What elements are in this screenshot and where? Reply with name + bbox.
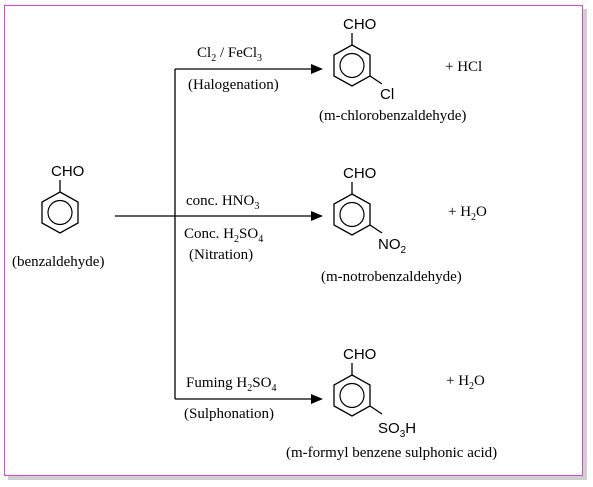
nitro-substituent: NO2 [378, 236, 407, 256]
arrowhead-sulphonation [311, 394, 323, 404]
halogenation-condition: (Halogenation) [188, 77, 279, 93]
sulphonation-condition: (Sulphonation) [184, 406, 274, 422]
nitration-reagent-1: conc. HNO3 [186, 193, 259, 212]
nitration-reagents: conc. HNO3 Conc. H2SO4 (Nitration) [184, 193, 263, 263]
arrowhead-nitration [311, 211, 323, 221]
arrowhead-halogenation [311, 64, 323, 74]
nitration-product-name: (m-notrobenzaldehyde) [321, 269, 462, 285]
reactant-name: (benzaldehyde) [12, 254, 104, 270]
chlorobenzaldehyde-structure: CHO Cl [333, 16, 394, 103]
sulphonation-reagent: Fuming H2SO4 [186, 375, 276, 394]
halogenation-byproduct: + HCl [445, 59, 482, 75]
sulphonation-product-name: (m-formyl benzene sulphonic acid) [286, 445, 497, 461]
chloro-substituent: Cl [380, 86, 394, 103]
nitro-product-cho-label: CHO [343, 165, 376, 182]
sulphonation-reagents: Fuming H2SO4 (Sulphonation) [184, 375, 276, 422]
reactant-cho-label: CHO [51, 163, 84, 180]
nitration-condition: (Nitration) [189, 247, 253, 263]
chloro-product-cho-label: CHO [343, 16, 376, 33]
nitration-byproduct: + H2O [448, 204, 487, 223]
halogenation-reagents: Cl2 / FeCl3 (Halogenation) [188, 45, 279, 93]
halogenation-reagent: Cl2 / FeCl3 [197, 45, 262, 64]
halogenation-product-name: (m-chlorobenzaldehyde) [319, 108, 466, 124]
nitrobenzaldehyde-structure: CHO NO2 [333, 165, 407, 256]
reaction-arrows [115, 64, 323, 404]
sulphonation-byproduct: + H2O [446, 373, 485, 392]
aromatic-circle [47, 199, 73, 226]
benzaldehyde-structure: CHO [41, 163, 84, 234]
sulpho-product-cho-label: CHO [343, 346, 376, 363]
nitration-reagent-2: Conc. H2SO4 [184, 226, 263, 245]
diagram-frame [4, 5, 583, 476]
sulpho-substituent: SO3H [378, 420, 416, 440]
formylbenzenesulphonic-structure: CHO SO3H [333, 346, 416, 440]
benzene-ring [41, 191, 79, 234]
